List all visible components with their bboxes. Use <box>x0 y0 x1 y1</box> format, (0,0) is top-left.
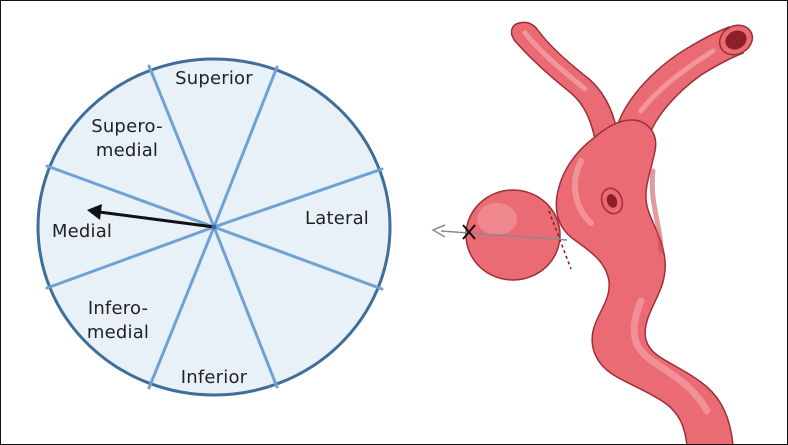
label-superomedial: Supero- medial <box>71 115 183 163</box>
wheel-center <box>212 225 217 230</box>
aneurysm-dome <box>466 190 560 280</box>
label-medial: Medial <box>37 220 127 244</box>
label-inferior: Inferior <box>163 366 265 390</box>
vessel-illustration <box>433 20 758 445</box>
vessel-branch-left <box>512 22 617 139</box>
label-lateral: Lateral <box>295 207 379 231</box>
label-inferomedial: Infero- medial <box>63 297 173 345</box>
aneurysm-highlight <box>477 203 517 235</box>
label-superior: Superior <box>163 67 265 91</box>
vessel-trunk <box>556 120 733 445</box>
